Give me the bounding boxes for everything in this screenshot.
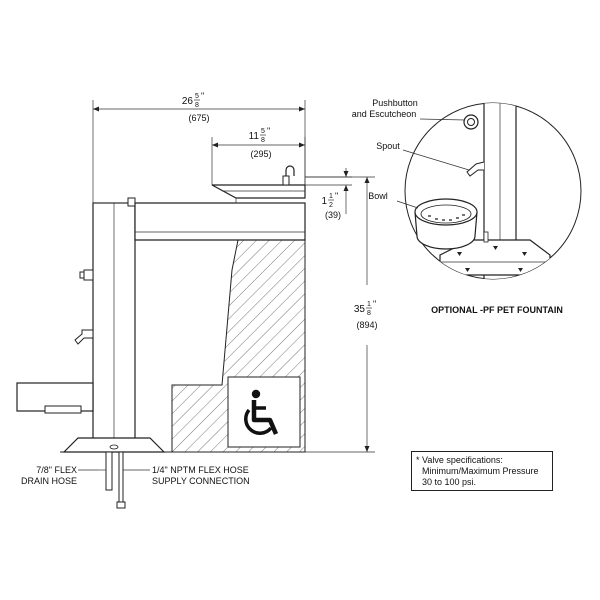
svg-text:1: 1 (321, 196, 327, 207)
bowl-side-view (211, 184, 306, 199)
top-housing (134, 202, 306, 241)
svg-text:2: 2 (329, 202, 333, 209)
svg-text:35: 35 (354, 304, 366, 315)
note-line: * Valve specifications: (416, 455, 503, 465)
svg-text:(675): (675) (188, 113, 209, 123)
svg-text:8: 8 (195, 102, 199, 109)
spout-detail-icon (466, 161, 485, 177)
pushbutton-icon (83, 269, 94, 281)
accessibility-sign (227, 376, 301, 448)
bowl-width-dimension: 11 5 8 " (295) (249, 126, 272, 159)
svg-text:1: 1 (329, 193, 333, 200)
bowl-label: Bowl (368, 191, 388, 201)
svg-text:(295): (295) (250, 149, 271, 159)
svg-text:Pushbutton: Pushbutton (372, 98, 418, 108)
svg-text:7/8" FLEX: 7/8" FLEX (36, 465, 77, 475)
svg-text:8: 8 (261, 137, 265, 144)
valve-spec-note: * Valve specifications: Minimum/Maximum … (411, 451, 553, 491)
svg-text:SUPPLY CONNECTION: SUPPLY CONNECTION (152, 476, 250, 486)
side-spout-icon (74, 329, 94, 345)
svg-text:8: 8 (367, 310, 371, 317)
wheelchair-icon (244, 389, 279, 435)
svg-text:5: 5 (195, 93, 199, 100)
pet-fountain-detail (396, 102, 582, 280)
spout-label: Spout (376, 141, 400, 151)
note-line: 30 to 100 psi. (422, 477, 477, 487)
svg-text:1: 1 (367, 301, 371, 308)
svg-text:and Escutcheon: and Escutcheon (352, 109, 417, 119)
svg-text:1/4" NPTM FLEX HOSE: 1/4" NPTM FLEX HOSE (152, 465, 249, 475)
svg-text:DRAIN HOSE: DRAIN HOSE (21, 476, 77, 486)
svg-text:5: 5 (261, 128, 265, 135)
supply-hose-pipe (118, 451, 124, 503)
svg-text:(894): (894) (356, 320, 377, 330)
drain-hose-pipe (105, 451, 113, 491)
svg-text:26: 26 (182, 96, 194, 107)
svg-text:(39): (39) (325, 210, 341, 220)
pushbutton-label: Pushbutton and Escutcheon (352, 98, 418, 119)
overall-width-dimension: 26 5 8 " (675) (182, 91, 210, 123)
svg-text:": " (201, 91, 204, 101)
detail-title: OPTIONAL -PF PET FOUNTAIN (431, 305, 563, 315)
spout-icon (285, 165, 295, 185)
bowl-detail-icon (414, 198, 478, 250)
supply-connection-callout: 1/4" NPTM FLEX HOSE SUPPLY CONNECTION (152, 465, 250, 486)
note-line: Minimum/Maximum Pressure (422, 466, 539, 476)
drain-hose-callout: 7/8" FLEX DRAIN HOSE (21, 465, 77, 486)
svg-text:": " (267, 126, 270, 136)
bowl-height-dimension: 1 1 2 " (39) (321, 191, 341, 220)
svg-text:": " (335, 191, 338, 201)
svg-text:": " (373, 299, 376, 309)
overall-height-dimension: 35 1 8 " (894) (354, 299, 378, 330)
svg-text:11: 11 (249, 131, 260, 142)
